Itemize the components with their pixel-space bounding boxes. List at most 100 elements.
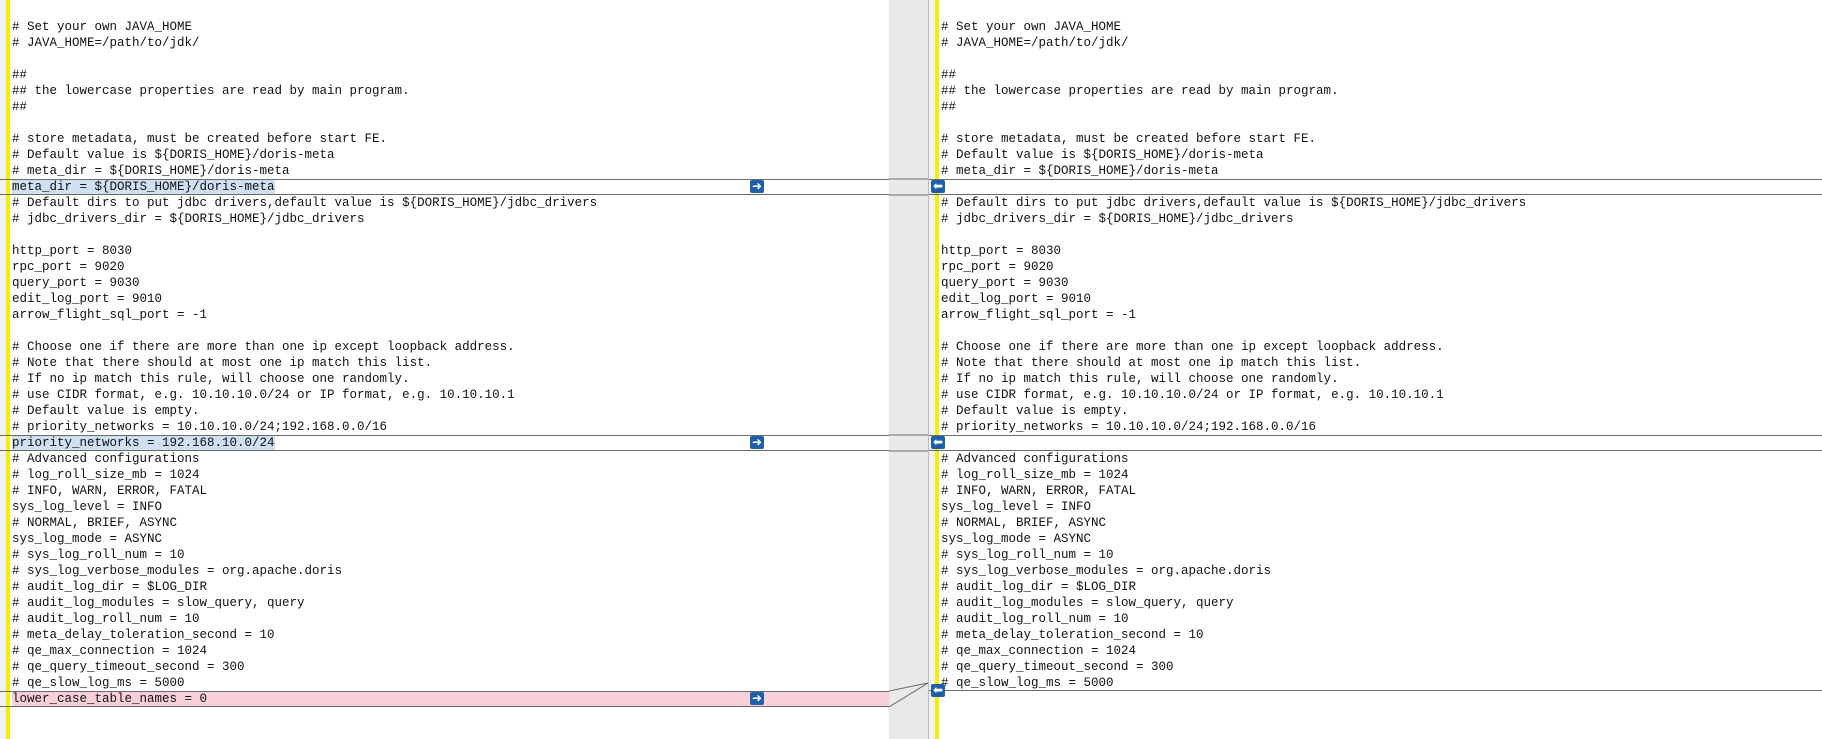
left-code-line[interactable]: # Default value is ${DORIS_HOME}/doris-m… <box>12 147 889 163</box>
right-code-line[interactable]: http_port = 8030 <box>941 243 1822 259</box>
left-code-line[interactable]: http_port = 8030 <box>12 243 889 259</box>
left-code-line[interactable]: arrow_flight_sql_port = -1 <box>12 307 889 323</box>
arrow-left-icon[interactable]: ⬅ <box>931 435 945 449</box>
left-code-line[interactable]: # sys_log_verbose_modules = org.apache.d… <box>12 563 889 579</box>
left-code-line[interactable]: priority_networks = 192.168.10.0/24➜ <box>0 435 889 451</box>
right-code-line[interactable]: # qe_max_connection = 1024 <box>941 643 1822 659</box>
right-code-line[interactable]: # audit_log_modules = slow_query, query <box>941 595 1822 611</box>
left-code-line[interactable]: # qe_query_timeout_second = 300 <box>12 659 889 675</box>
right-code-line[interactable]: # jdbc_drivers_dir = ${DORIS_HOME}/jdbc_… <box>941 211 1822 227</box>
left-code-line[interactable]: # Set your own JAVA_HOME <box>12 19 889 35</box>
right-code-line[interactable] <box>941 115 1822 131</box>
arrow-left-icon[interactable]: ⬅ <box>931 683 945 697</box>
right-code-line[interactable]: # sys_log_roll_num = 10 <box>941 547 1822 563</box>
left-code-line[interactable] <box>12 323 889 339</box>
right-code-line[interactable]: # JAVA_HOME=/path/to/jdk/ <box>941 35 1822 51</box>
right-code-line[interactable]: # Default value is ${DORIS_HOME}/doris-m… <box>941 147 1822 163</box>
right-code-line[interactable]: ## the lowercase properties are read by … <box>941 83 1822 99</box>
left-code-line[interactable]: # jdbc_drivers_dir = ${DORIS_HOME}/jdbc_… <box>12 211 889 227</box>
left-code-line[interactable]: # audit_log_dir = $LOG_DIR <box>12 579 889 595</box>
right-code-line[interactable]: ⬅ <box>929 179 1822 195</box>
right-code-line[interactable]: # log_roll_size_mb = 1024 <box>941 467 1822 483</box>
right-code-line[interactable]: rpc_port = 9020 <box>941 259 1822 275</box>
left-code-line[interactable]: # audit_log_roll_num = 10 <box>12 611 889 627</box>
left-code-line[interactable]: ## <box>12 99 889 115</box>
right-code-text: edit_log_port = 9010 <box>941 292 1092 306</box>
left-code-lines[interactable]: # Set your own JAVA_HOME# JAVA_HOME=/pat… <box>0 19 889 707</box>
right-code-line[interactable]: edit_log_port = 9010 <box>941 291 1822 307</box>
right-code-line[interactable]: # priority_networks = 10.10.10.0/24;192.… <box>941 419 1822 435</box>
left-code-line[interactable]: meta_dir = ${DORIS_HOME}/doris-meta➜ <box>0 179 889 195</box>
right-code-line[interactable]: query_port = 9030 <box>941 275 1822 291</box>
left-code-line[interactable]: # JAVA_HOME=/path/to/jdk/ <box>12 35 889 51</box>
right-code-line[interactable] <box>941 51 1822 67</box>
right-code-line[interactable]: # Choose one if there are more than one … <box>941 339 1822 355</box>
right-code-line[interactable]: # audit_log_roll_num = 10 <box>941 611 1822 627</box>
right-code-line[interactable]: # store metadata, must be created before… <box>941 131 1822 147</box>
left-code-line[interactable]: # INFO, WARN, ERROR, FATAL <box>12 483 889 499</box>
left-code-line[interactable]: # use CIDR format, e.g. 10.10.10.0/24 or… <box>12 387 889 403</box>
left-code-line[interactable]: lower_case_table_names = 0➜ <box>0 691 889 707</box>
right-code-text: # sys_log_roll_num = 10 <box>941 548 1114 562</box>
right-code-line[interactable]: ## <box>941 99 1822 115</box>
left-code-line[interactable]: # sys_log_roll_num = 10 <box>12 547 889 563</box>
arrow-right-icon[interactable]: ➜ <box>750 179 764 193</box>
right-code-line[interactable]: # Default value is empty. <box>941 403 1822 419</box>
left-code-line[interactable] <box>12 51 889 67</box>
left-code-line[interactable]: # NORMAL, BRIEF, ASYNC <box>12 515 889 531</box>
left-code-line[interactable]: ## <box>12 67 889 83</box>
right-code-line[interactable]: ⬅ <box>929 435 1822 451</box>
right-code-line[interactable]: # If no ip match this rule, will choose … <box>941 371 1822 387</box>
left-code-line[interactable]: # Default value is empty. <box>12 403 889 419</box>
right-code-line[interactable]: # Default dirs to put jdbc drivers,defau… <box>941 195 1822 211</box>
left-code-line[interactable]: ## the lowercase properties are read by … <box>12 83 889 99</box>
left-code-line[interactable]: # Note that there should at most one ip … <box>12 355 889 371</box>
right-code-line[interactable]: # meta_dir = ${DORIS_HOME}/doris-meta <box>941 163 1822 179</box>
left-code-line[interactable]: # meta_dir = ${DORIS_HOME}/doris-meta <box>12 163 889 179</box>
right-code-line[interactable]: ## <box>941 67 1822 83</box>
left-code-line[interactable]: # If no ip match this rule, will choose … <box>12 371 889 387</box>
right-code-lines[interactable]: # Set your own JAVA_HOME# JAVA_HOME=/pat… <box>929 19 1822 697</box>
left-code-line[interactable]: # log_roll_size_mb = 1024 <box>12 467 889 483</box>
right-code-line[interactable]: sys_log_mode = ASYNC <box>941 531 1822 547</box>
left-code-text: # sys_log_roll_num = 10 <box>12 548 185 562</box>
left-code-line[interactable]: sys_log_mode = ASYNC <box>12 531 889 547</box>
right-code-line[interactable]: arrow_flight_sql_port = -1 <box>941 307 1822 323</box>
right-code-line[interactable]: # Advanced configurations <box>941 451 1822 467</box>
left-code-line[interactable]: # meta_delay_toleration_second = 10 <box>12 627 889 643</box>
right-code-line[interactable]: # use CIDR format, e.g. 10.10.10.0/24 or… <box>941 387 1822 403</box>
right-code-line[interactable]: sys_log_level = INFO <box>941 499 1822 515</box>
right-code-line[interactable] <box>941 323 1822 339</box>
left-code-line[interactable]: # qe_slow_log_ms = 5000 <box>12 675 889 691</box>
left-code-line[interactable]: # Advanced configurations <box>12 451 889 467</box>
right-code-line[interactable]: # qe_query_timeout_second = 300 <box>941 659 1822 675</box>
right-code-line[interactable]: # meta_delay_toleration_second = 10 <box>941 627 1822 643</box>
left-code-line[interactable]: # priority_networks = 10.10.10.0/24;192.… <box>12 419 889 435</box>
left-code-line[interactable]: sys_log_level = INFO <box>12 499 889 515</box>
right-code-line[interactable]: # sys_log_verbose_modules = org.apache.d… <box>941 563 1822 579</box>
right-code-line[interactable]: # Note that there should at most one ip … <box>941 355 1822 371</box>
arrow-left-icon[interactable]: ⬅ <box>931 179 945 193</box>
left-code-line[interactable]: # qe_max_connection = 1024 <box>12 643 889 659</box>
left-code-text: # log_roll_size_mb = 1024 <box>12 468 200 482</box>
arrow-right-icon[interactable]: ➜ <box>750 691 764 705</box>
right-code-line[interactable]: # NORMAL, BRIEF, ASYNC <box>941 515 1822 531</box>
left-file-pane[interactable]: # Set your own JAVA_HOME# JAVA_HOME=/pat… <box>0 0 890 739</box>
right-code-line[interactable] <box>941 227 1822 243</box>
left-code-line[interactable] <box>12 227 889 243</box>
left-code-line[interactable]: query_port = 9030 <box>12 275 889 291</box>
left-code-line[interactable]: rpc_port = 9020 <box>12 259 889 275</box>
arrow-right-icon[interactable]: ➜ <box>750 435 764 449</box>
right-code-line[interactable]: # qe_slow_log_ms = 5000 <box>941 675 1822 691</box>
left-code-line[interactable]: # Choose one if there are more than one … <box>12 339 889 355</box>
left-code-line[interactable] <box>12 115 889 131</box>
left-code-line[interactable]: # audit_log_modules = slow_query, query <box>12 595 889 611</box>
right-file-pane[interactable]: # Set your own JAVA_HOME# JAVA_HOME=/pat… <box>928 0 1822 739</box>
right-code-text: # Advanced configurations <box>941 452 1129 466</box>
right-code-line[interactable]: # audit_log_dir = $LOG_DIR <box>941 579 1822 595</box>
right-code-line[interactable]: # INFO, WARN, ERROR, FATAL <box>941 483 1822 499</box>
left-code-line[interactable]: # store metadata, must be created before… <box>12 131 889 147</box>
left-code-line[interactable]: # Default dirs to put jdbc drivers,defau… <box>12 195 889 211</box>
right-code-line[interactable]: # Set your own JAVA_HOME <box>941 19 1822 35</box>
left-code-line[interactable]: edit_log_port = 9010 <box>12 291 889 307</box>
